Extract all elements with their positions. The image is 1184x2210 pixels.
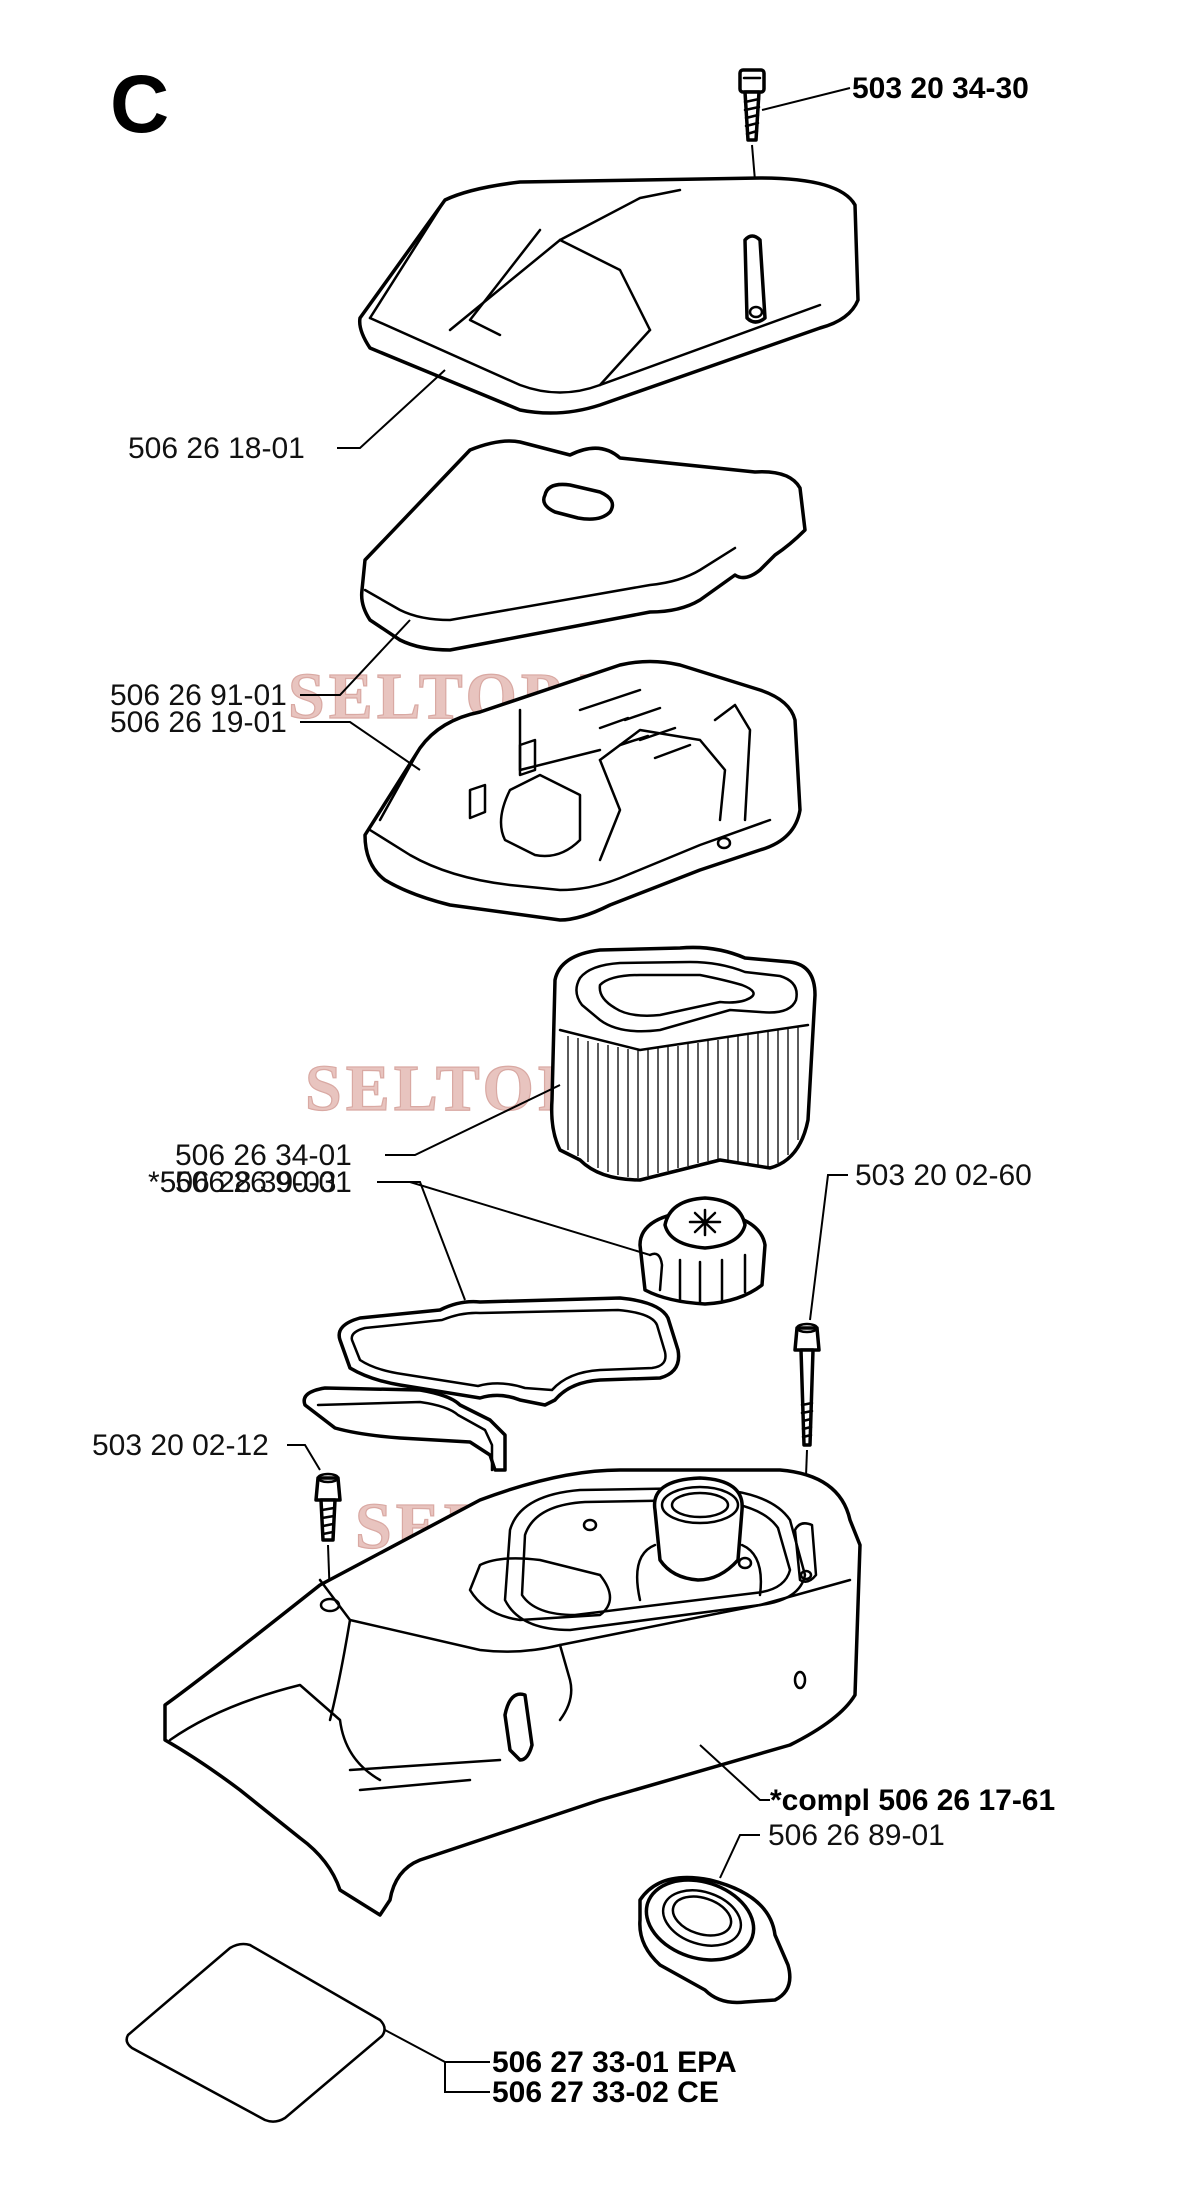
filter-pleats bbox=[567, 1027, 799, 1178]
label-cover: 506 26 18-01 bbox=[128, 432, 305, 465]
label-filter-nut: 506 26 90-01 bbox=[175, 1166, 352, 1199]
filter-housing bbox=[363, 659, 802, 922]
base-complete bbox=[163, 1468, 862, 1917]
label-short-screw: 503 20 02-12 bbox=[92, 1429, 269, 1462]
gasket bbox=[302, 1296, 681, 1472]
rubber-boot bbox=[638, 1875, 792, 2005]
label-long-bolt: 503 20 02-60 bbox=[855, 1159, 1032, 1192]
label-filter-plate: 506 26 91-01 bbox=[110, 679, 287, 712]
short-screw bbox=[314, 1472, 342, 1542]
label-gasket: *506 28 39-03 bbox=[148, 1166, 337, 1199]
label-decal-epa: 506 27 33-01 EPA bbox=[492, 2046, 737, 2079]
long-bolt bbox=[793, 1322, 821, 1447]
section-letter: C bbox=[110, 59, 169, 150]
top-cover bbox=[357, 176, 860, 415]
label-rubber-boot: 506 26 89-01 bbox=[768, 1819, 945, 1852]
label-air-filter: 506 26 34-01 bbox=[175, 1139, 352, 1172]
label-top-screw: 503 20 34-30 bbox=[852, 72, 1029, 105]
filter-nut bbox=[638, 1196, 767, 1306]
air-filter bbox=[549, 945, 817, 1182]
decal bbox=[125, 1942, 386, 2123]
label-filter-housing: 506 26 19-01 bbox=[110, 706, 287, 739]
label-base-complete: *compl 506 26 17-61 bbox=[770, 1784, 1055, 1817]
filter-plate bbox=[359, 439, 807, 652]
top-screw bbox=[738, 68, 766, 142]
label-decal-ce: 506 27 33-02 CE bbox=[492, 2076, 719, 2109]
